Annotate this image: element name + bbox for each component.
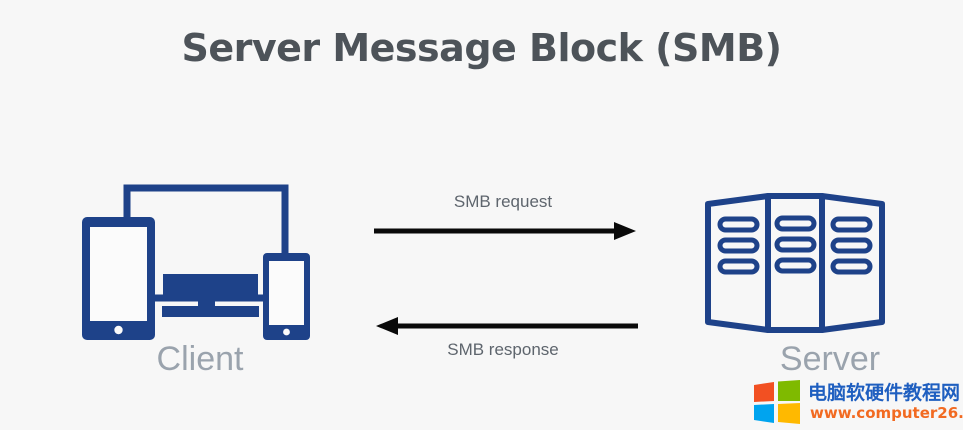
- server-rack-icon: [705, 193, 885, 333]
- watermark-site-name: 电脑软硬件教程网: [808, 382, 961, 404]
- watermark: 电脑软硬件教程网 www.computer26.com: [752, 378, 963, 430]
- client-label: Client: [156, 340, 244, 378]
- smb-request-arrow: [374, 222, 636, 240]
- server-label: Server: [779, 340, 881, 378]
- windows-logo-icon: [754, 380, 800, 424]
- phone-icon: [263, 253, 310, 340]
- smb-request-label: SMB request: [453, 192, 553, 211]
- watermark-url: www.computer26.com: [810, 404, 963, 422]
- client-devices-group: [82, 184, 310, 340]
- smb-response-label: SMB response: [447, 340, 559, 359]
- page-title: Server Message Block (SMB): [181, 26, 782, 70]
- tablet-icon: [82, 217, 155, 340]
- smb-response-arrow: [376, 317, 638, 335]
